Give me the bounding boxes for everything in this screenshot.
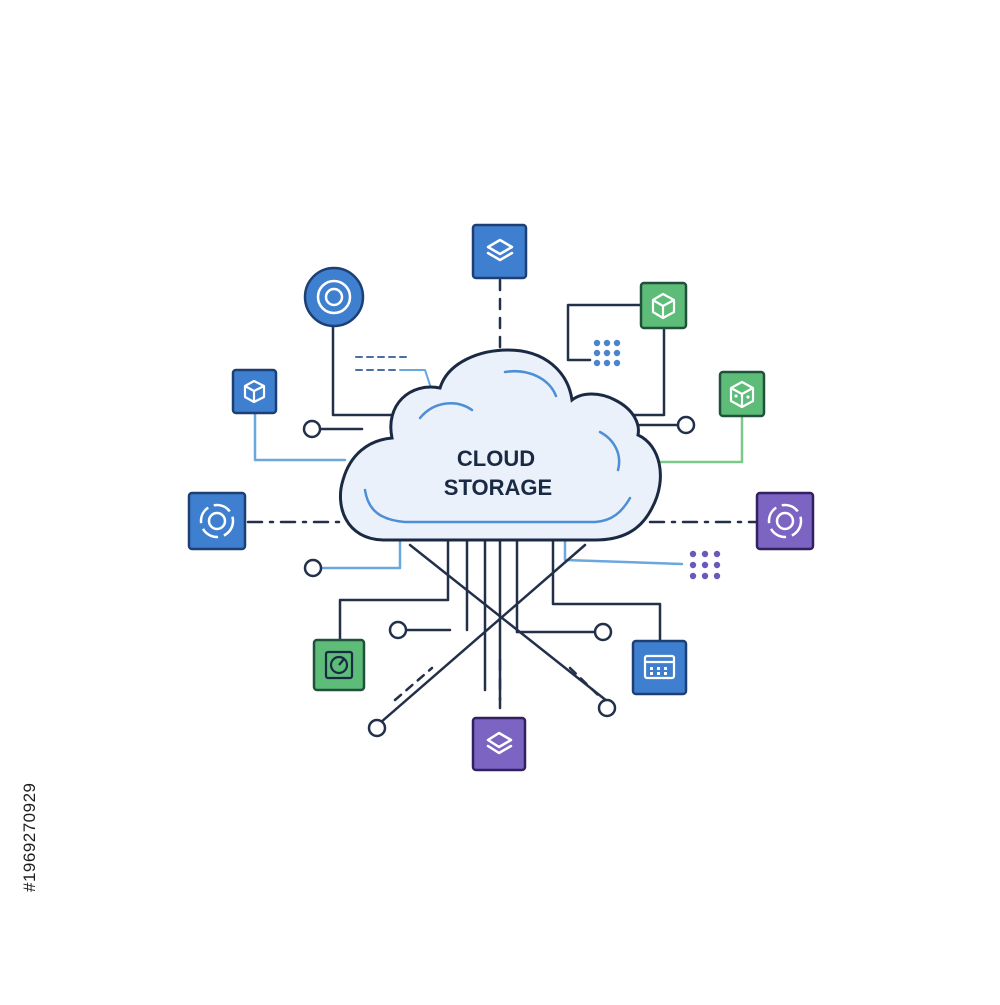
cloud-title-line2: STORAGE xyxy=(444,475,552,500)
dot-grid-lower xyxy=(689,550,721,580)
connector-diagonal-dash-right xyxy=(568,666,600,697)
gauge-icon xyxy=(324,650,354,680)
cloud-highlight-left xyxy=(418,402,474,420)
box-icon xyxy=(651,292,676,320)
cloud-outline xyxy=(338,348,662,542)
dot-bottom-far-right xyxy=(597,698,617,718)
dot-bottom-right xyxy=(593,622,613,642)
connector-top-right xyxy=(566,303,642,362)
connections xyxy=(246,278,758,725)
connector-right-grid xyxy=(563,538,684,566)
dot-left-upper xyxy=(302,419,322,439)
dot-bottom-far-left xyxy=(367,718,387,738)
dice-icon xyxy=(729,380,755,409)
node-left-upper xyxy=(231,368,278,415)
ring-icon xyxy=(199,503,235,539)
node-right-middle xyxy=(755,491,815,551)
dot-left-lower xyxy=(303,558,323,578)
cloud-title-line1: CLOUD xyxy=(457,446,535,471)
node-top-right xyxy=(639,281,688,330)
connector-diagonal-2 xyxy=(378,543,587,725)
node-bottom-left xyxy=(312,638,366,692)
dot-bottom-left xyxy=(388,620,408,640)
connector-diagonal-dash-left xyxy=(393,666,434,702)
connector-left-upper xyxy=(253,411,347,462)
connector-bottom-left-node xyxy=(338,538,450,642)
image-id-strip: #1969270929 xyxy=(8,752,39,892)
layers-icon xyxy=(486,238,514,262)
node-top-left xyxy=(303,266,365,328)
node-left-middle xyxy=(187,491,247,551)
cloud-shape: CLOUD STORAGE xyxy=(338,348,662,542)
layers-icon xyxy=(486,731,513,755)
cloud-highlight-bottom xyxy=(363,488,632,524)
node-bottom-right xyxy=(631,639,688,696)
image-id-text: #1969270929 xyxy=(20,782,39,892)
node-top xyxy=(471,223,528,280)
connector-top-left-2 xyxy=(399,369,431,386)
target-icon xyxy=(316,279,352,315)
cube-icon xyxy=(243,379,266,404)
connector-right-upper xyxy=(653,416,744,464)
node-bottom xyxy=(471,716,527,772)
dot-grid-upper xyxy=(593,339,621,367)
ring-icon xyxy=(767,503,803,539)
dot-right-upper xyxy=(676,415,696,435)
terminal-dots xyxy=(302,415,696,738)
connector-diagonal-1 xyxy=(408,543,614,707)
cloud-highlight-top xyxy=(503,369,558,398)
calendar-icon xyxy=(643,654,676,680)
node-right-upper xyxy=(718,370,766,418)
connector-left-dot-lower xyxy=(320,538,402,570)
cloud-highlight-right xyxy=(598,430,621,472)
